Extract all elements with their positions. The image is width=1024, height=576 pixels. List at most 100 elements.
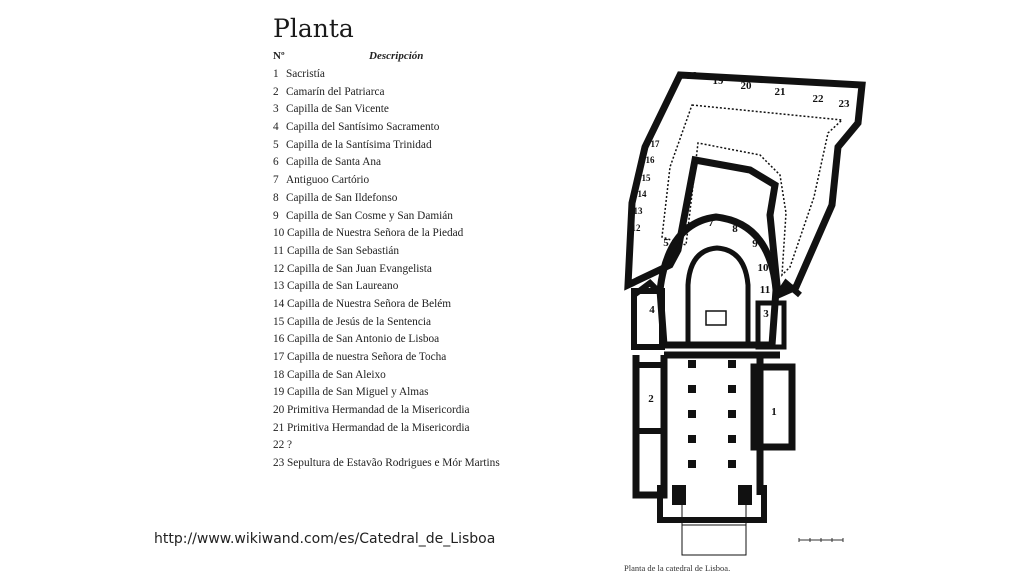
sanctuary-wall [685, 245, 751, 345]
source-url: http://www.wikiwand.com/es/Catedral_de_L… [154, 531, 496, 547]
plan-label-1: 1 [771, 406, 777, 418]
plan-label-19: 19 [713, 75, 725, 87]
legend-number: 14 [273, 297, 285, 310]
legend-number: 2 [273, 85, 279, 98]
legend-description: Capilla de Santa Ana [286, 156, 382, 169]
legend-item: 2 Camarín del Patriarca [273, 84, 500, 102]
legend-header-description: Descripción [369, 50, 424, 62]
plan-label-4: 4 [649, 304, 655, 316]
legend-description: Capilla de San Antonio de Lisboa [287, 333, 440, 346]
chapel-4-wall [631, 288, 665, 350]
plan-label-10: 10 [758, 262, 770, 274]
plan-label-8: 8 [732, 223, 738, 235]
legend-number: 3 [273, 103, 279, 116]
plan-label-11: 11 [760, 284, 770, 296]
legend-number: 23 [273, 457, 285, 470]
legend-description: Camarín del Patriarca [286, 85, 385, 98]
legend-number: 9 [273, 209, 279, 222]
legend-number: 11 [273, 244, 284, 257]
legend-description: Capilla de San Miguel y Almas [287, 386, 429, 399]
legend-description: Capilla de nuestra Señora de Tocha [287, 351, 447, 363]
plan-label-3: 3 [763, 308, 769, 320]
legend-number: 7 [273, 174, 279, 187]
plan-label-18: 18 [687, 70, 699, 82]
legend-description: Capilla del Santísimo Sacramento [286, 121, 440, 134]
plan-label-2: 2 [648, 393, 654, 405]
plan-label-22: 22 [813, 93, 825, 105]
chapel-2-wall [633, 362, 667, 434]
legend-header-number: Nº [273, 50, 285, 62]
nave-wall [632, 351, 780, 499]
legend-number: 21 [273, 421, 285, 434]
legend-number: 17 [273, 351, 285, 363]
legend-description: Capilla de San Sebastián [287, 244, 400, 257]
sacristy-wall [750, 363, 796, 451]
entrance-steps [681, 495, 747, 556]
legend-number: 5 [273, 138, 279, 151]
legend-description: Antiguoo Cartório [286, 174, 370, 187]
cathedral-floor-plan: 1 2 3 4 5 6 7 8 9 10 11 12 13 14 15 16 1… [624, 70, 866, 556]
plan-label-12: 12 [632, 223, 642, 233]
cloister-inner-wall [661, 104, 844, 277]
plan-label-5: 5 [663, 237, 669, 249]
plan-label-9: 9 [752, 238, 758, 250]
plan-label-20: 20 [741, 80, 753, 92]
legend-description: ? [287, 439, 293, 452]
legend-description: Sacristía [286, 68, 325, 80]
legend-description: Capilla de Jesús de la Sentencia [287, 315, 431, 328]
legend-item: 6 Capilla de Santa Ana [273, 154, 500, 172]
legend-number: 6 [273, 156, 279, 169]
legend-number: 15 [273, 315, 285, 328]
altar [705, 310, 727, 326]
legend-description: Capilla de Nuestra Señora de la Piedad [287, 227, 464, 240]
legend-description: Primitiva Hermandad de la Misericordia [287, 404, 470, 417]
plan-label-16: 16 [646, 155, 656, 165]
chapel-3-wall [755, 300, 787, 350]
nave-piers [672, 360, 752, 505]
ambulatory-wall [656, 213, 780, 349]
cloister-outer-wall [624, 71, 866, 301]
legend-description: Capilla de San Vicente [286, 103, 389, 116]
legend-item: 9 Capilla de San Cosme y San Damián [273, 208, 500, 226]
legend-number: 10 [273, 227, 285, 240]
legend-number: 1 [273, 68, 279, 80]
plan-label-21: 21 [775, 86, 786, 98]
plan-label-6: 6 [683, 222, 689, 234]
legend-description: Capilla de Nuestra Señora de Belém [287, 297, 452, 310]
legend-description: Capilla de San Aleixo [287, 368, 386, 381]
legend-number: 22 [273, 439, 285, 452]
legend-number: 13 [273, 280, 285, 293]
legend-item: 1 Sacristía [273, 66, 500, 84]
plan-label-7: 7 [708, 217, 714, 229]
legend-description: Capilla de la Santísima Trinidad [286, 138, 432, 151]
plan-label-14: 14 [638, 189, 648, 199]
legend-description: Capilla de San Cosme y San Damián [286, 209, 453, 222]
legend-item: 22? [273, 437, 500, 455]
legend-description: Primitiva Hermandad de la Misericordia [287, 421, 470, 434]
legend-item: 5 Capilla de la Santísima Trinidad [273, 137, 500, 155]
legend-description: Capilla de San Ildefonso [286, 191, 398, 204]
legend-number: 20 [273, 404, 285, 417]
plan-label-13: 13 [634, 206, 644, 216]
legend-number: 19 [273, 386, 285, 399]
plan-label-17: 17 [651, 139, 661, 149]
plan-label-15: 15 [642, 173, 652, 183]
legend-description: Capilla de San Laureano [287, 280, 399, 293]
legend-description: Sepultura de Estavão Rodrigues e Mór Mar… [287, 457, 500, 470]
slide-title: Planta [273, 14, 354, 43]
legend-item: 3 Capilla de San Vicente [273, 101, 500, 119]
